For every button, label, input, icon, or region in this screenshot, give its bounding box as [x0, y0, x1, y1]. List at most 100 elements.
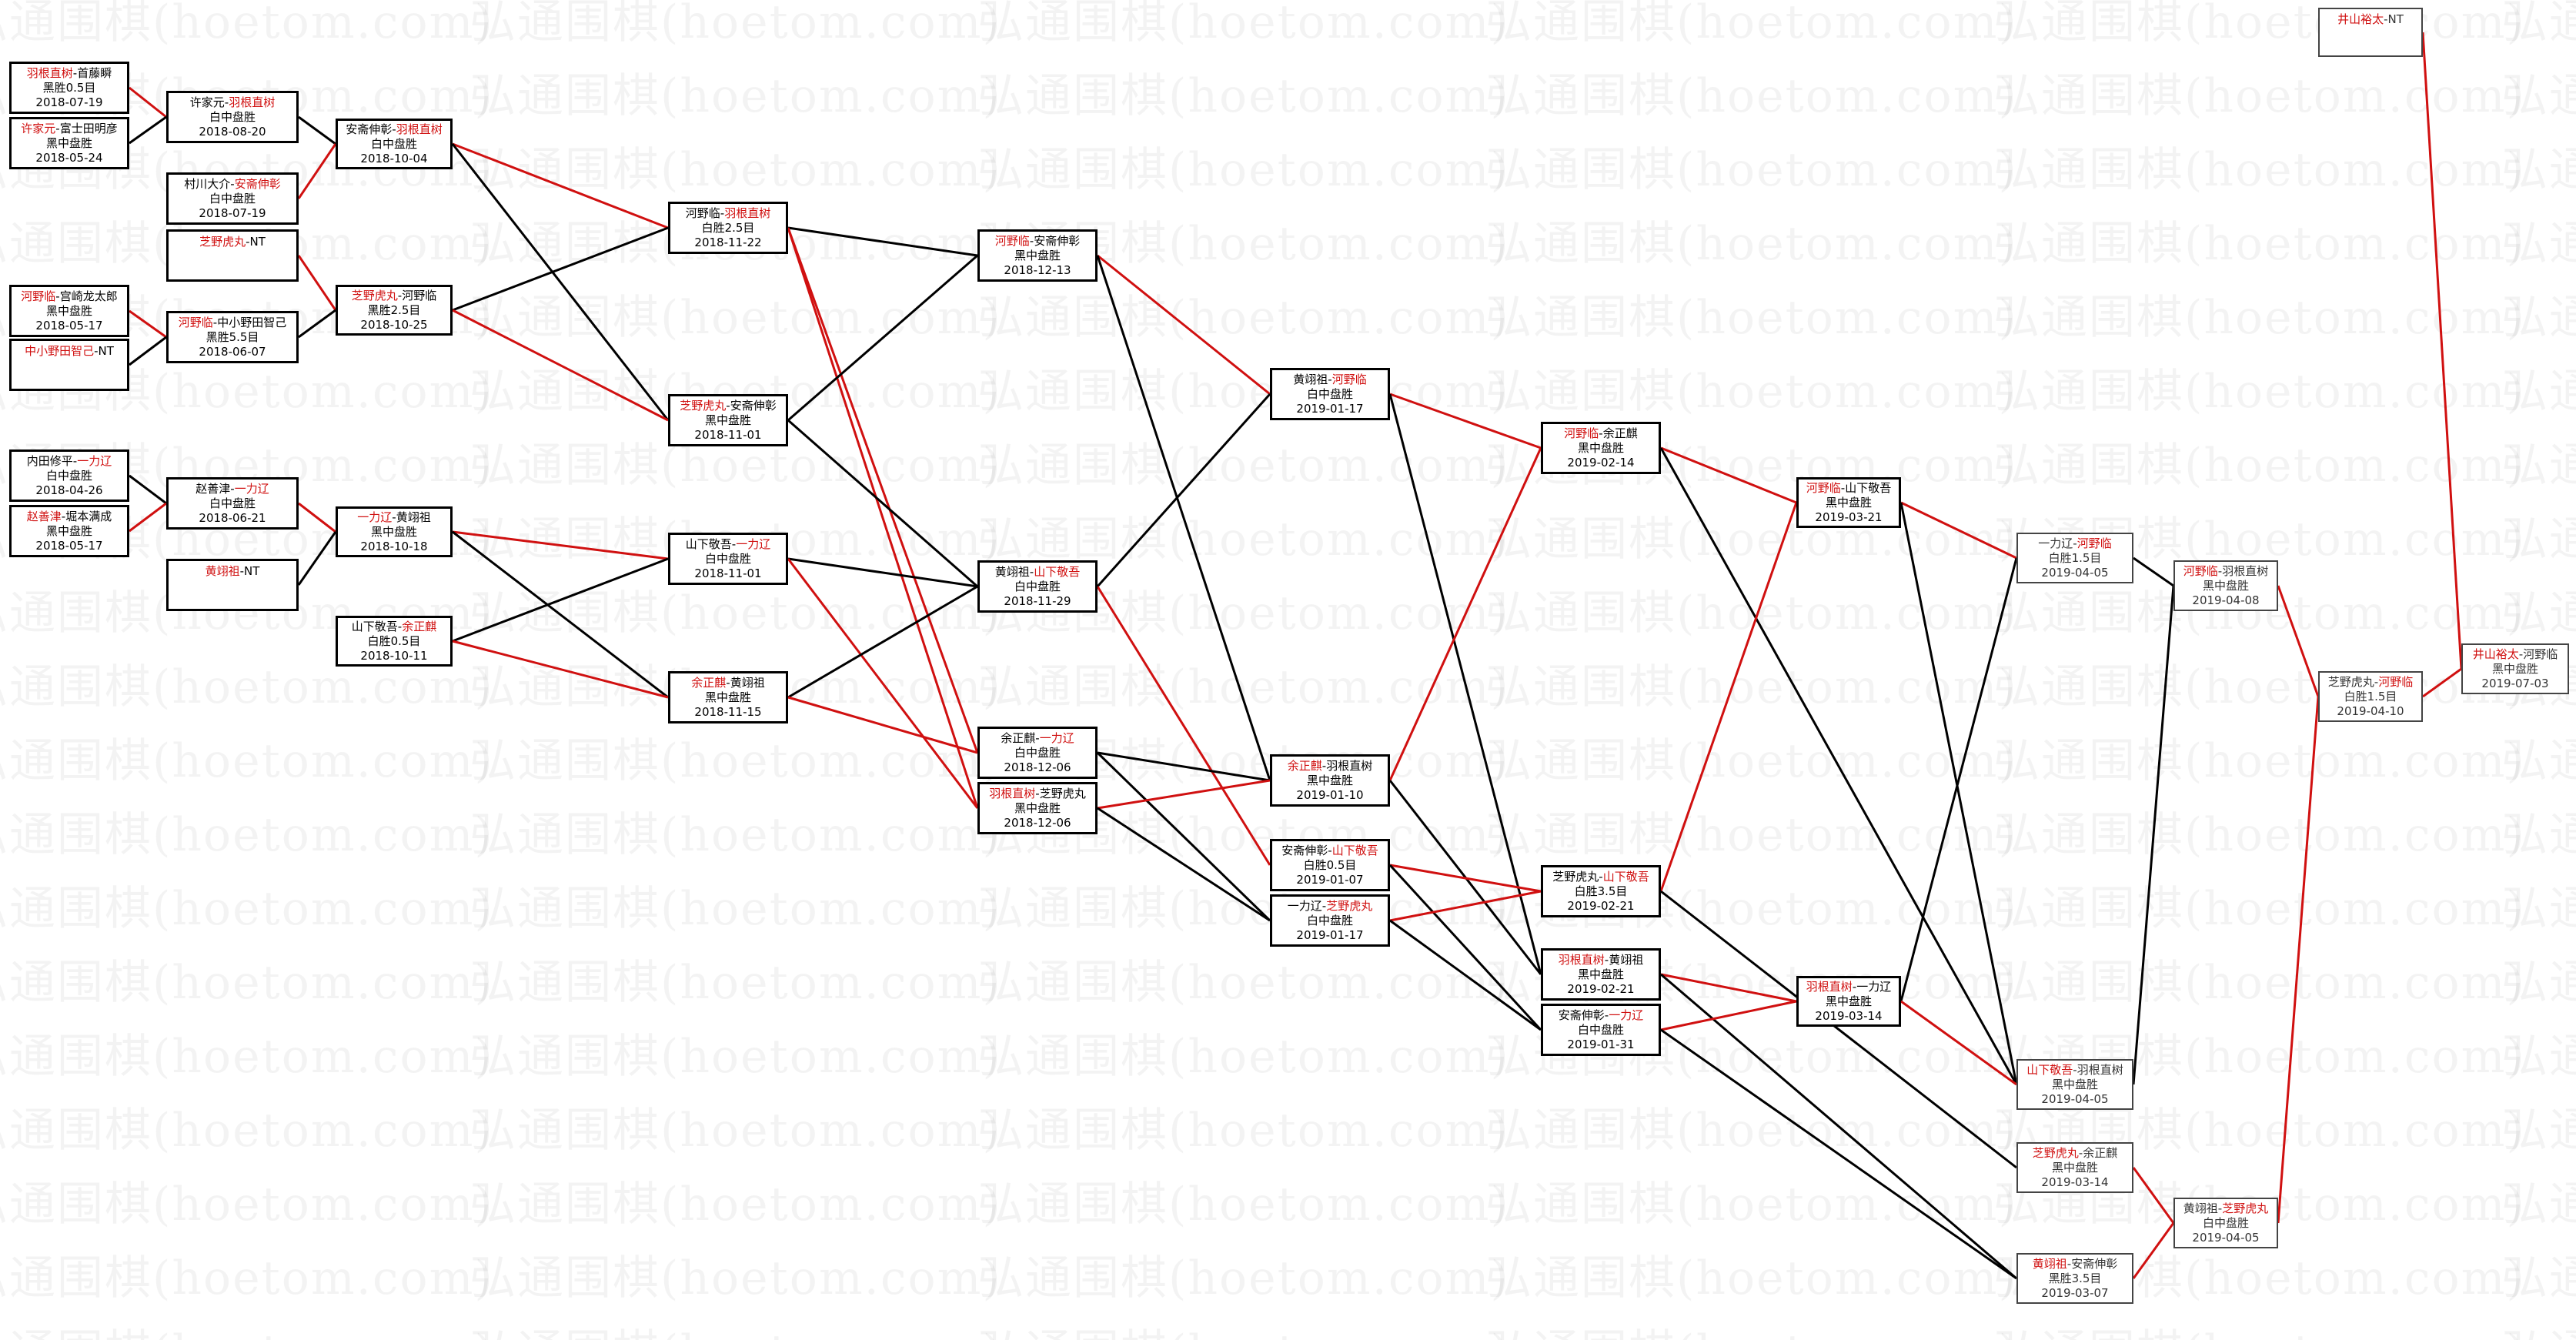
- separator: -: [1599, 426, 1603, 440]
- match-box[interactable]: 芝野虎丸-NT: [166, 229, 299, 282]
- connector-line: [2421, 32, 2463, 670]
- player-1: 井山裕太: [2337, 12, 2384, 26]
- match-box[interactable]: 芝野虎丸-河野临 黑胜2.5目 2018-10-25: [336, 285, 453, 336]
- match-players: 河野临-余正麒: [1564, 426, 1637, 441]
- match-date: 2019-01-07: [1296, 872, 1364, 887]
- connector-line: [787, 557, 978, 588]
- player-1: 许家元: [189, 95, 225, 109]
- match-box[interactable]: 黄翊祖-NT: [166, 559, 299, 611]
- match-box[interactable]: 河野临-余正麒 黑中盘胜 2019-02-14: [1541, 422, 1661, 474]
- match-box[interactable]: 羽根直树-黄翊祖 黑中盘胜 2019-02-21: [1541, 948, 1661, 1001]
- match-box[interactable]: 黄翊祖-安斋伸彰 黑胜3.5目 2019-03-07: [2016, 1253, 2133, 1304]
- match-box[interactable]: 羽根直树-一力辽 黑中盘胜 2019-03-14: [1796, 976, 1901, 1027]
- match-box[interactable]: 一力辽-黄翊祖 黑中盘胜 2018-10-18: [336, 506, 453, 557]
- player-1: 芝野虎丸: [351, 288, 398, 302]
- match-date: 2019-02-14: [1567, 455, 1635, 470]
- player-1: 河野临: [21, 289, 56, 303]
- match-box[interactable]: 羽根直树-芝野虎丸 黑中盘胜 2018-12-06: [977, 782, 1098, 834]
- connector-line: [787, 696, 978, 754]
- match-box[interactable]: 一力辽-芝野虎丸 白中盘胜 2019-01-17: [1270, 894, 1390, 947]
- separator: -: [61, 509, 66, 523]
- match-result: 白胜0.5目: [1303, 857, 1357, 872]
- match-date: 2019-02-21: [1567, 898, 1635, 913]
- match-date: 2018-11-15: [694, 704, 762, 719]
- match-players: 山下敬吾-羽根直树: [2026, 1063, 2123, 1078]
- match-box[interactable]: 内田修平-一力辽 白中盘胜 2018-04-26: [9, 449, 129, 502]
- connector-line: [1388, 447, 1542, 781]
- separator: -: [224, 95, 229, 109]
- player-1: 许家元: [21, 121, 56, 135]
- player-2: 河野临: [402, 288, 437, 302]
- player-1: 河野临: [1806, 480, 1841, 495]
- match-box[interactable]: 赵善津-一力辽 白中盘胜 2018-06-21: [166, 477, 299, 530]
- match-result: 黑胜3.5目: [2048, 1271, 2102, 1285]
- separator: -: [1321, 758, 1327, 773]
- match-players: 芝野虎丸-余正麒: [2033, 1146, 2117, 1161]
- separator: -: [94, 344, 99, 358]
- connector-line: [452, 557, 669, 643]
- match-box[interactable]: 羽根直树-首藤瞬 黑胜0.5目 2018-07-19: [9, 62, 129, 114]
- player-2: 安斋伸彰: [2071, 1256, 2118, 1271]
- match-box[interactable]: 黄翊祖-芝野虎丸 白中盘胜 2019-04-05: [2173, 1198, 2278, 1248]
- match-box[interactable]: 井山裕太-NT: [2318, 8, 2423, 57]
- match-date: 2018-07-19: [35, 95, 103, 109]
- separator: -: [230, 176, 235, 191]
- match-result: 白胜2.5目: [701, 220, 755, 235]
- player-2: 羽根直树: [396, 122, 443, 136]
- connector-line: [1900, 1000, 2017, 1086]
- connector-line: [787, 227, 979, 754]
- match-box[interactable]: 安斋伸彰-羽根直树 白中盘胜 2018-10-04: [336, 119, 453, 169]
- match-box[interactable]: 中小野田智己-NT: [9, 339, 129, 391]
- match-box[interactable]: 安斋伸彰-一力辽 白中盘胜 2019-01-31: [1541, 1004, 1661, 1056]
- match-players: 一力辽-河野临: [2038, 536, 2111, 551]
- connector-line: [1097, 807, 1271, 922]
- match-box[interactable]: 余正麒-羽根直树 黑中盘胜 2019-01-10: [1270, 754, 1390, 807]
- player-1: 芝野虎丸: [680, 398, 727, 413]
- player-2: 黄翊祖: [1609, 952, 1644, 967]
- match-box[interactable]: 安斋伸彰-山下敬吾 白胜0.5目 2019-01-07: [1270, 839, 1390, 891]
- match-box[interactable]: 芝野虎丸-山下敬吾 白胜3.5目 2019-02-21: [1541, 865, 1661, 917]
- match-box[interactable]: 河野临-羽根直树 黑中盘胜 2019-04-08: [2173, 560, 2278, 611]
- match-box[interactable]: 黄翊祖-河野临 白中盘胜 2019-01-17: [1270, 368, 1390, 420]
- match-box[interactable]: 芝野虎丸-河野临 白胜1.5目 2019-04-10: [2318, 671, 2423, 722]
- match-result: 黑中盘胜: [704, 690, 751, 704]
- connector-line: [1899, 557, 2018, 1002]
- match-box[interactable]: 余正麒-一力辽 白中盘胜 2018-12-06: [977, 727, 1098, 779]
- match-box[interactable]: 山下敬吾-一力辽 白中盘胜 2018-11-01: [668, 533, 788, 585]
- match-box[interactable]: 黄翊祖-山下敬吾 白中盘胜 2018-11-29: [977, 560, 1098, 613]
- match-date: 2018-08-20: [199, 124, 266, 139]
- match-players: 赵善津-一力辽: [195, 482, 269, 496]
- match-box[interactable]: 许家元-羽根直树 白中盘胜 2018-08-20: [166, 91, 299, 143]
- match-box[interactable]: 河野临-宫崎龙太郎 黑中盘胜 2018-05-17: [9, 285, 129, 337]
- match-date: 2019-04-05: [2192, 1230, 2260, 1245]
- match-result: 白中盘胜: [2202, 1215, 2249, 1230]
- match-box[interactable]: 一力辽-河野临 白胜1.5目 2019-04-05: [2016, 533, 2133, 583]
- connector-line: [787, 254, 978, 422]
- match-players: 芝野虎丸-河野临: [352, 289, 436, 303]
- player-2: 安斋伸彰: [234, 176, 281, 191]
- match-box[interactable]: 山下敬吾-羽根直树 黑中盘胜 2019-04-05: [2016, 1059, 2133, 1110]
- match-result: 白中盘胜: [1014, 579, 1061, 593]
- player-1: 芝野虎丸: [2327, 674, 2374, 689]
- connector-line: [1096, 393, 1271, 588]
- match-box[interactable]: 村川大介-安斋伸彰 白中盘胜 2018-07-19: [166, 172, 299, 225]
- match-box[interactable]: 许家元-富士田明彦 黑中盘胜 2018-05-24: [9, 117, 129, 169]
- separator: -: [212, 315, 218, 329]
- match-box[interactable]: 山下敬吾-余正麒 白胜0.5目 2018-10-11: [336, 616, 453, 667]
- separator: -: [2374, 674, 2379, 689]
- match-box[interactable]: 河野临-安斋伸彰 黑中盘胜 2018-12-13: [977, 229, 1098, 282]
- match-box[interactable]: 芝野虎丸-安斋伸彰 黑中盘胜 2018-11-01: [668, 394, 788, 446]
- player-1: 安斋伸彰: [346, 122, 393, 136]
- match-date: 2018-10-11: [360, 648, 428, 663]
- match-box[interactable]: 余正麒-黄翊祖 黑中盘胜 2018-11-15: [668, 671, 788, 723]
- match-box[interactable]: 河野临-山下敬吾 黑中盘胜 2019-03-21: [1796, 477, 1901, 528]
- match-box[interactable]: 井山裕太-河野临 黑中盘胜 2019-07-03: [2461, 643, 2569, 694]
- match-players: 井山裕太-河野临: [2473, 647, 2558, 662]
- match-box[interactable]: 芝野虎丸-余正麒 黑中盘胜 2019-03-14: [2016, 1142, 2133, 1193]
- match-box[interactable]: 赵善津-堀本满成 黑中盘胜 2018-05-17: [9, 505, 129, 557]
- separator: -: [1029, 233, 1034, 248]
- match-box[interactable]: 河野临-中小野田智己 黑胜5.5目 2018-06-07: [166, 311, 299, 363]
- connector-line: [1659, 502, 1798, 892]
- match-date: 2019-01-31: [1567, 1037, 1635, 1051]
- match-box[interactable]: 河野临-羽根直树 白胜2.5目 2018-11-22: [668, 202, 788, 254]
